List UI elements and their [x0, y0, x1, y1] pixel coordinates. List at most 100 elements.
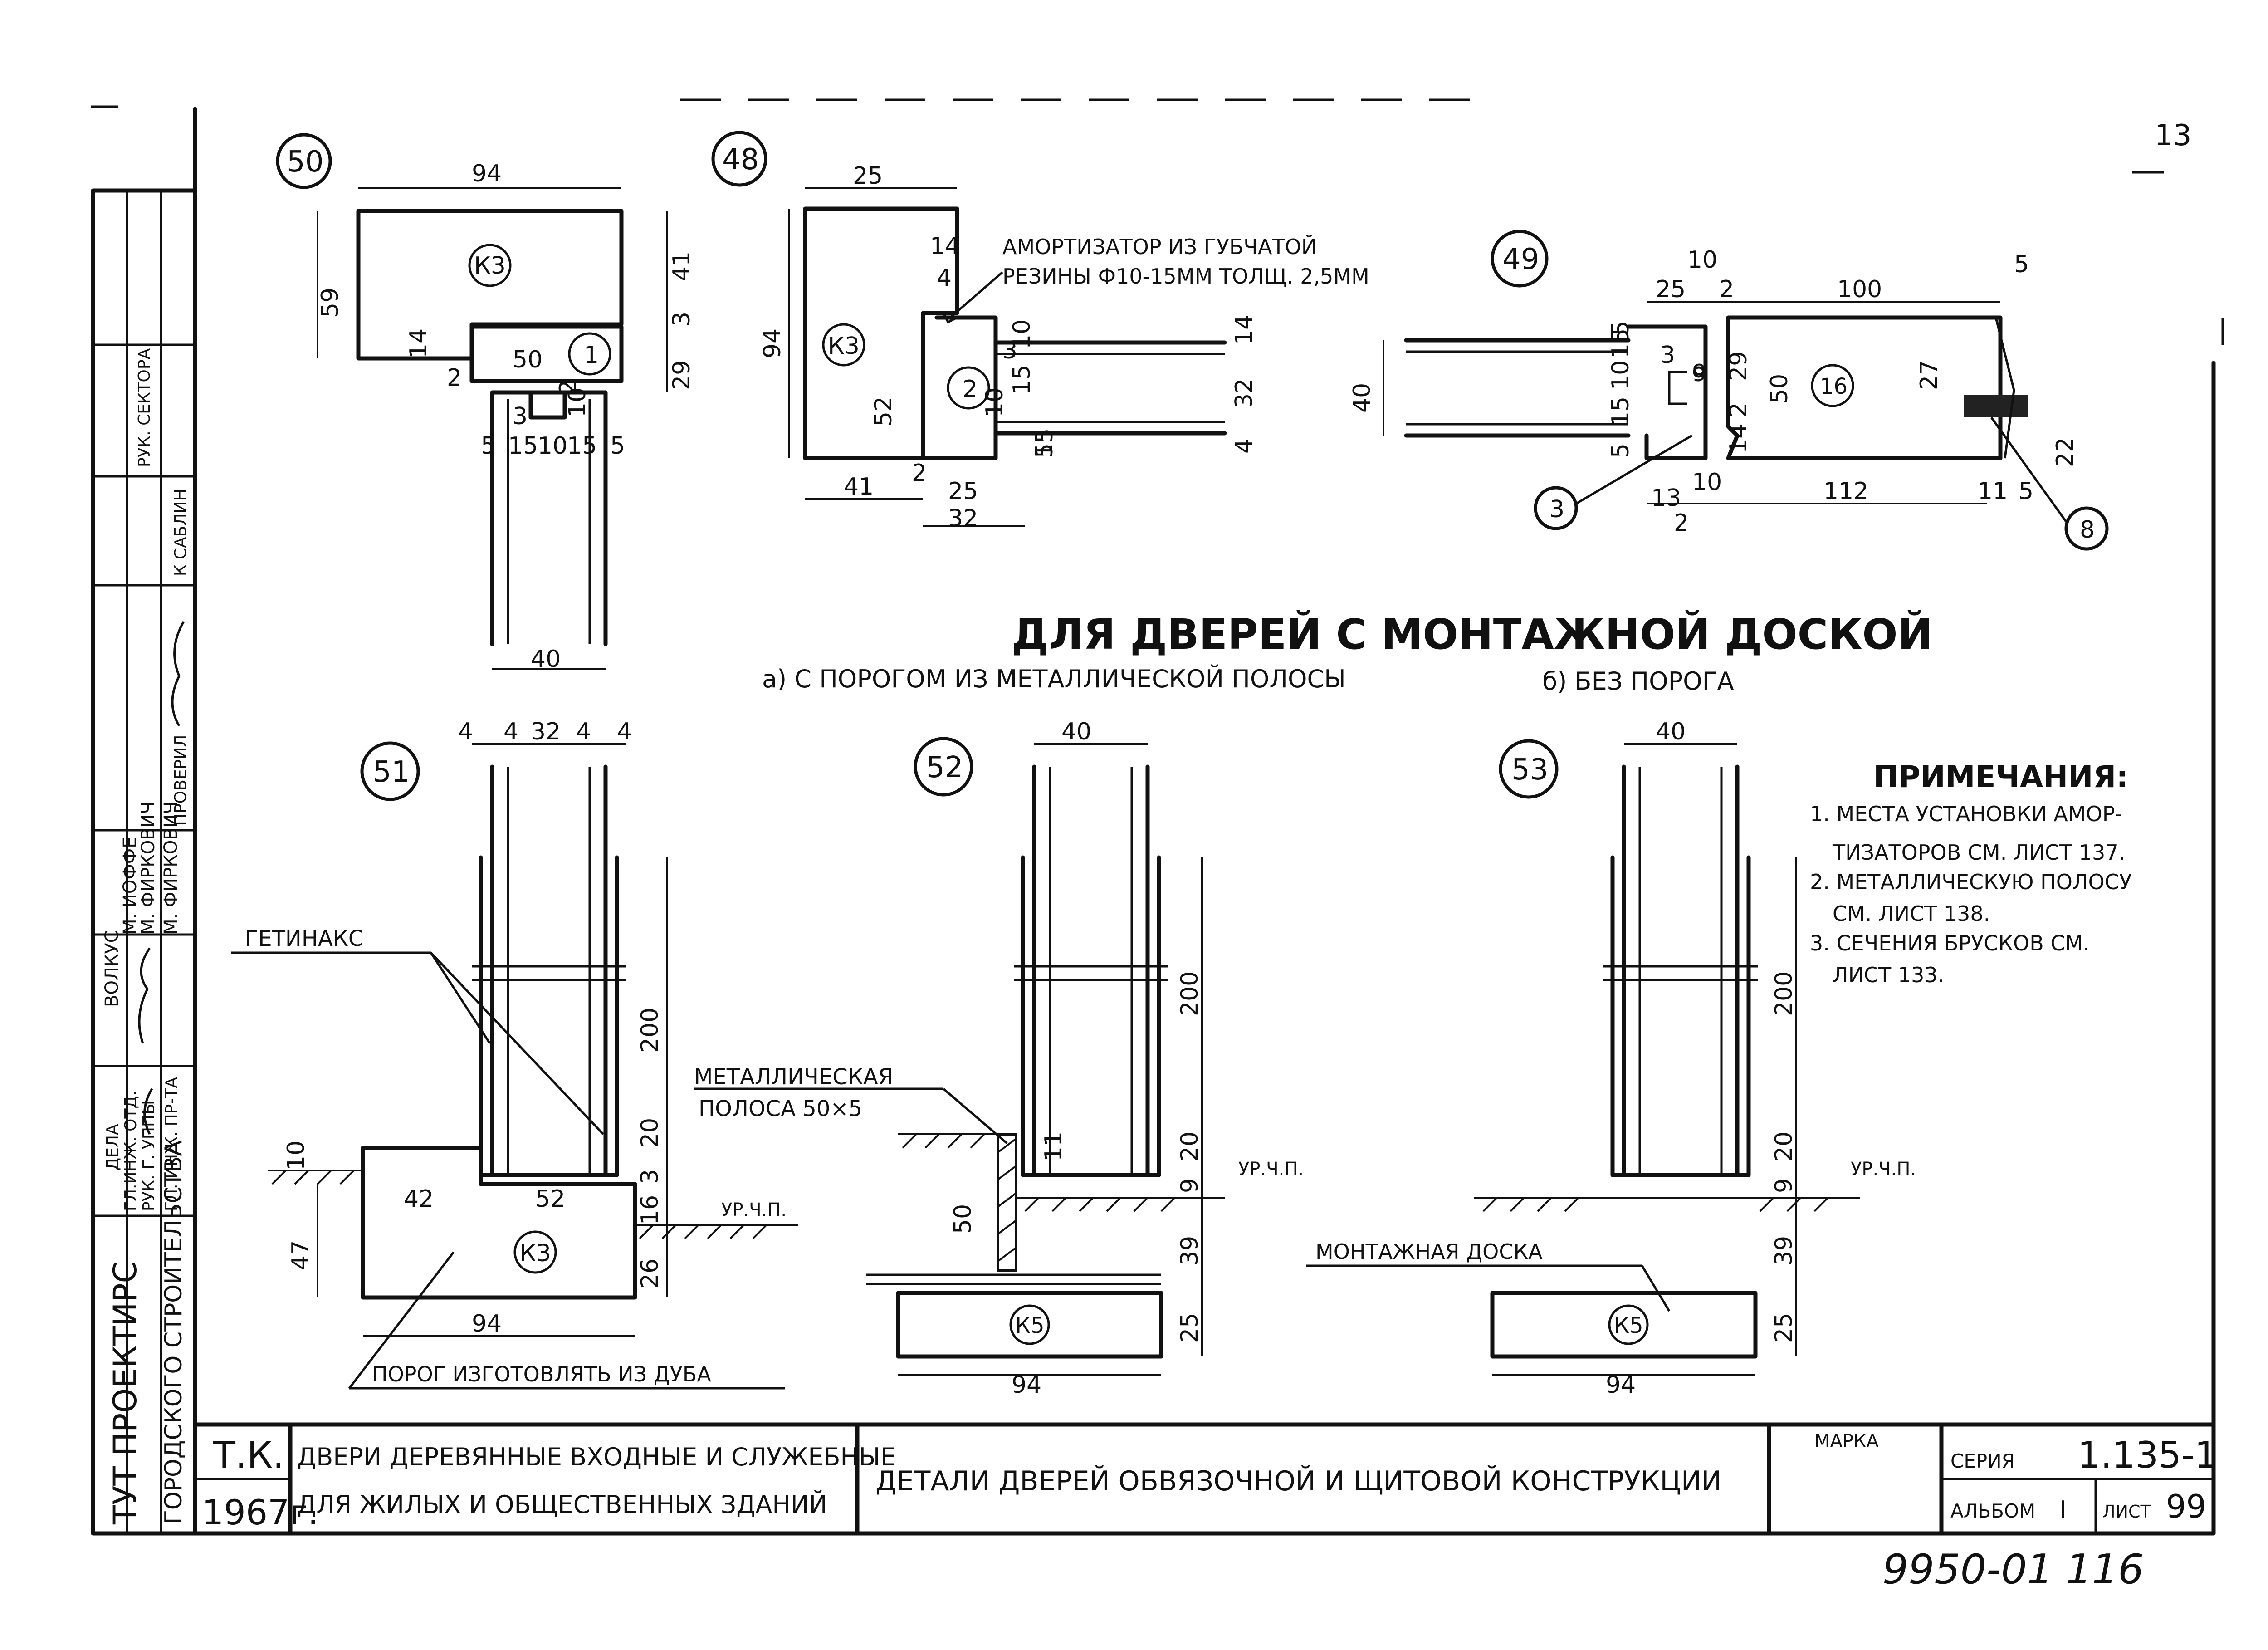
detail-52-dim-94: 94 — [1012, 1371, 1041, 1399]
detail-49-dim-10: 10 — [1687, 246, 1717, 274]
detail-48-dim-94: 94 — [759, 328, 786, 358]
detail-48-note-line2: РЕЗИНЫ Ф10-15ММ ТОЛЩ. 2,5ММ — [1002, 264, 1369, 289]
detail-51-dim-47: 47 — [287, 1240, 314, 1270]
detail-48-k3-label: К3 — [828, 333, 860, 360]
detail-50-dim-5a: 5 — [481, 432, 496, 460]
detail-52-metal-label-2: ПОЛОСА 50×5 — [699, 1096, 862, 1121]
detail-48-dim-14b: 14 — [1231, 315, 1258, 345]
detail-51-dim-4c: 4 — [576, 718, 591, 745]
detail-52-dim-9: 9 — [1176, 1178, 1203, 1193]
detail-48-dim-3: 3 — [1002, 337, 1017, 364]
detail-48-dim-10b: 10 — [981, 387, 1008, 417]
detail-50-dim-10b: 10 — [564, 387, 591, 417]
detail-51-dim-52: 52 — [535, 1185, 565, 1213]
detail-49-part-16: 16 — [1820, 374, 1848, 399]
note-line-6: ЛИСТ 133. — [1833, 963, 1944, 987]
note-line-3: 2. МЕТАЛЛИЧЕСКУЮ ПОЛОСУ — [1810, 870, 2132, 894]
detail-53-number: 53 — [1511, 753, 1548, 787]
title-name-line1: ДВЕРИ ДЕРЕВЯННЫЕ ВХОДНЫЕ И СЛУЖЕБНЫЕ — [297, 1443, 896, 1471]
title-series-value: 1.135-1 — [2077, 1434, 2218, 1476]
title-year: 1967г. — [202, 1492, 319, 1532]
stamp-signature-2 — [171, 621, 185, 727]
detail-49-dim-5: 5 — [2014, 251, 2029, 278]
detail-49-dim-112: 112 — [1823, 478, 1868, 505]
heading-sub-b: б) БЕЗ ПОРОГА — [1542, 667, 1734, 695]
detail-48-note-line1: АМОРТИЗАТОР ИЗ ГУБЧАТОЙ — [1002, 235, 1317, 259]
stamp-name-1: ВОЛКУС — [102, 930, 122, 1007]
detail-51-dim-4b: 4 — [503, 718, 518, 745]
detail-50-dim-5b: 5 — [610, 432, 625, 460]
detail-52-dim-40: 40 — [1061, 718, 1091, 745]
title-sheet-value: 99 — [2166, 1488, 2206, 1525]
detail-50-dim-2: 2 — [447, 364, 462, 392]
detail-52-metal-label-1: МЕТАЛЛИЧЕСКАЯ — [694, 1064, 893, 1090]
detail-50-dim-40: 40 — [531, 646, 561, 673]
notes-heading: ПРИМЕЧАНИЯ: — [1873, 759, 2128, 794]
detail-48-part-2: 2 — [963, 376, 978, 403]
detail-53-dim-20: 20 — [1770, 1131, 1798, 1161]
detail-49-dim-3: 3 — [1660, 342, 1675, 369]
detail-49-dim-10b: 10 — [1607, 360, 1634, 390]
detail-53: 53 К5 МОНТАЖНАЯ ДОСКА УР.Ч.П. 40 200 20 … — [1306, 718, 1916, 1399]
detail-49-dim-2: 2 — [1719, 276, 1734, 303]
detail-49-dim-5c: 5 — [2019, 478, 2033, 505]
detail-49-dim-50: 50 — [1766, 374, 1793, 404]
notes-block: ПРИМЕЧАНИЯ: 1. МЕСТА УСТАНОВКИ АМОР- ТИЗ… — [1810, 759, 2132, 987]
stamp-name-3: М. ФИРКОВИЧ — [138, 802, 159, 935]
detail-48-dim-32b: 32 — [1231, 378, 1258, 408]
detail-50-dim-50: 50 — [513, 346, 543, 373]
stamp-role-1: ДЕЛА — [103, 1124, 122, 1170]
title-block: Т.К. 1967г. ДВЕРИ ДЕРЕВЯННЫЕ ВХОДНЫЕ И С… — [193, 1422, 2218, 1536]
detail-52-dim-25: 25 — [1176, 1313, 1203, 1343]
detail-49-dim-10c: 10 — [1692, 469, 1722, 496]
detail-51-dim-32: 32 — [531, 718, 561, 745]
detail-50-dim-41: 41 — [668, 251, 695, 281]
detail-51-threshold-label: ПОРОГ ИЗГОТОВЛЯТЬ ИЗ ДУБА — [372, 1362, 711, 1386]
detail-52-dim-50: 50 — [949, 1204, 977, 1234]
stamp-role-7: РУК. СЕКТОРА — [135, 348, 154, 467]
detail-49-number: 49 — [1502, 243, 1539, 276]
title-tk: Т.К. — [213, 1434, 284, 1476]
note-line-4: СМ. ЛИСТ 138. — [1833, 901, 1990, 926]
detail-48-dim-10: 10 — [1008, 319, 1036, 349]
stamp-signature-1 — [138, 947, 151, 1044]
detail-49-dim-2b: 2 — [1725, 402, 1752, 417]
stamp-role-3: РУК. Г. УППЫ — [140, 1100, 158, 1211]
detail-49-dim-40: 40 — [1349, 383, 1376, 413]
detail-50-part-1: 1 — [584, 342, 599, 369]
detail-50-number: 50 — [287, 145, 323, 179]
title-sheet-title: ДЕТАЛИ ДВЕРЕЙ ОБВЯЗОЧНОЙ И ЩИТОВОЙ КОНСТ… — [875, 1464, 1722, 1497]
note-line-2: ТИЗАТОРОВ СМ. ЛИСТ 137. — [1832, 840, 2125, 865]
detail-50-dim-29: 29 — [668, 360, 695, 390]
detail-50: 50 К3 1 94 59 41 3 14 29 2 50 3 15 10 15… — [276, 133, 695, 673]
detail-52: 52 К5 МЕТАЛЛИЧЕСКАЯ ПОЛОСА 50×5 УР.Ч.П. … — [694, 718, 1304, 1399]
detail-51-dim-3: 3 — [636, 1169, 664, 1184]
stamp-org-line1: ТУТ ПРОЕКТИРС — [107, 1261, 144, 1525]
detail-53-dim-40: 40 — [1656, 718, 1686, 745]
detail-49-dim-29: 29 — [1725, 351, 1752, 381]
detail-48-dim-2: 2 — [912, 460, 927, 487]
detail-53-board-label: МОНТАЖНАЯ ДОСКА — [1315, 1239, 1543, 1264]
detail-48-dim-14: 14 — [930, 233, 960, 260]
detail-48-dim-52: 52 — [870, 397, 897, 426]
detail-49-part-8: 8 — [2080, 516, 2095, 543]
detail-50-dim-15a: 15 — [508, 432, 538, 460]
detail-51-dim-94: 94 — [472, 1310, 502, 1337]
detail-48-dim-4: 4 — [937, 264, 952, 292]
detail-51-level: УР.Ч.П. — [721, 1200, 787, 1220]
detail-48-dim-15: 15 — [1008, 365, 1036, 395]
detail-53-dim-39: 39 — [1770, 1236, 1798, 1266]
detail-51-dim-26: 26 — [636, 1258, 664, 1288]
detail-52-dim-20: 20 — [1176, 1131, 1203, 1161]
detail-48-dim-4b: 4 — [1231, 439, 1258, 454]
detail-50-k3-label: К3 — [474, 252, 506, 279]
detail-49-part-3: 3 — [1549, 496, 1564, 523]
detail-52-k5-label: К5 — [1015, 1313, 1045, 1338]
detail-48-dim-25b: 25 — [948, 478, 978, 505]
detail-49-dim-25: 25 — [1656, 276, 1686, 303]
section-heading: ДЛЯ ДВЕРЕЙ С МОНТАЖНОЙ ДОСКОЙ а) С ПОРОГ… — [762, 610, 1933, 695]
title-album-label: АЛЬБОМ — [1950, 1500, 2035, 1522]
detail-51-getinaks-label: ГЕТИНАКС — [245, 926, 363, 951]
detail-48: 48 К3 2 АМОРТИЗАТОР ИЗ ГУБЧАТОЙ РЕЗИНЫ Ф… — [711, 131, 1369, 532]
